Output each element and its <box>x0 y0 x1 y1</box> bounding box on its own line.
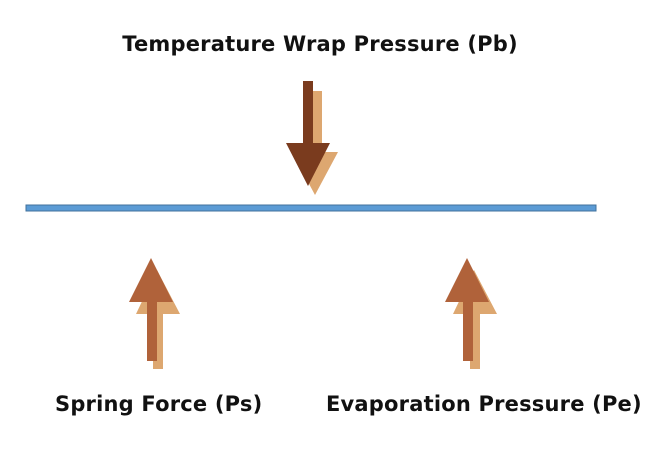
label-temperature-wrap-pressure: Temperature Wrap Pressure (Pb) <box>122 32 518 56</box>
down-arrow-pb-body <box>286 81 330 186</box>
up-arrow-ps <box>129 258 180 369</box>
label-evaporation-pressure: Evaporation Pressure (Pe) <box>326 392 642 416</box>
down-arrow-pb <box>286 81 338 195</box>
up-arrow-ps-body <box>129 258 173 361</box>
up-arrow-pe-body <box>445 258 489 361</box>
label-spring-force: Spring Force (Ps) <box>55 392 263 416</box>
membrane-line <box>25 204 597 212</box>
up-arrow-pe <box>445 258 497 369</box>
